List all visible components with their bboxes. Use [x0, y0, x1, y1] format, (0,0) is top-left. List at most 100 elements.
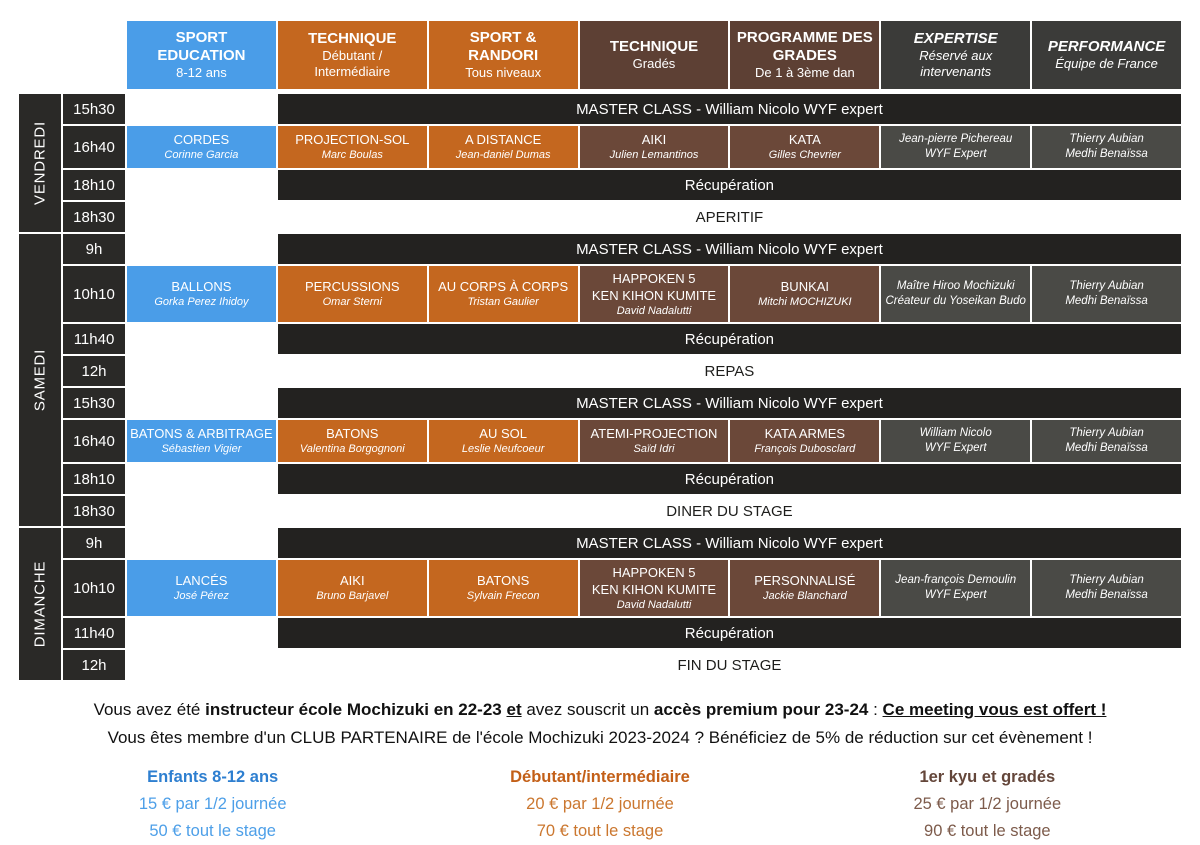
class-title: KEN KIHON KUMITE	[591, 581, 717, 597]
time-label: 9h	[63, 234, 125, 264]
class-title: BATONS	[326, 426, 379, 442]
day-label-text: SAMEDI	[31, 348, 49, 412]
column-title: PERFORMANCE	[1047, 37, 1166, 55]
time-label: 15h30	[63, 94, 125, 124]
class-instructor: Julien Lemantinos	[609, 149, 699, 162]
day-label-samedi: SAMEDI	[19, 234, 61, 526]
class-instructor: Valentina Borgognoni	[299, 443, 405, 456]
time-label: 12h	[63, 650, 125, 680]
note-line-1: Vous avez été instructeur école Mochizuk…	[19, 696, 1181, 724]
time-label: 10h10	[63, 266, 125, 322]
note-segment: Ce meeting vous est offert !	[882, 700, 1107, 719]
day-label-text: VENDREDI	[31, 121, 49, 205]
class-title: KATA ARMES	[764, 426, 846, 442]
class-instructor: Marc Boulas	[321, 149, 383, 162]
class-title: CORDES	[173, 132, 230, 148]
class-title: PERSONNALISÉ	[754, 573, 856, 589]
column-header-performance: PERFORMANCE Équipe de France	[1032, 21, 1181, 89]
footer-notes: Vous avez été instructeur école Mochizuk…	[19, 696, 1181, 752]
pricing-title: Débutant/intermédiaire	[510, 768, 690, 786]
class-title: HAPPOKEN 5	[612, 564, 696, 580]
instructor-line: Jean-pierre Pichereau	[899, 132, 1013, 145]
column-title: SPORT & RANDORI	[468, 28, 539, 65]
day-label-vendredi: VENDREDI	[19, 94, 61, 232]
note-segment: instructeur école Mochizuki en 22-23	[205, 700, 507, 719]
note-line-2: Vous êtes membre d'un CLUB PARTENAIRE de…	[107, 728, 1093, 747]
instructor-line: Thierry Aubian	[1069, 279, 1144, 292]
pricing-debutant: Débutant/intermédiaire 20 € par 1/2 jour…	[406, 764, 793, 845]
column-subtitle: 8-12 ans	[176, 65, 227, 81]
class-title: AIKI	[641, 132, 667, 148]
column-title: SPORT EDUCATION	[157, 28, 246, 65]
column-header-sport-randori: SPORT & RANDORI Tous niveaux	[428, 21, 578, 89]
time-label: 18h30	[63, 496, 125, 526]
time-label: 18h10	[63, 464, 125, 494]
column-subtitle: Débutant / Intermédiaire	[314, 48, 391, 80]
column-title: PROGRAMME DES GRADES	[736, 28, 873, 65]
class-title: HAPPOKEN 5	[612, 270, 696, 286]
break-row: Récupération	[277, 170, 1181, 200]
instructor-line: Créateur du Yoseikan Budo	[885, 295, 1026, 307]
time-label: 12h	[63, 356, 125, 386]
class-instructor: Gilles Chevrier	[768, 149, 841, 162]
column-header-programme-grades: PROGRAMME DES GRADES De 1 à 3ème dan	[730, 21, 880, 89]
class-instructor: Mitchi MOCHIZUKI	[758, 296, 852, 309]
break-row: Récupération	[277, 618, 1181, 648]
note-segment: et	[506, 700, 522, 719]
note-segment: Vous avez été	[93, 700, 206, 719]
instructor-line: Jean-françois Demoulin	[895, 573, 1017, 586]
time-label: 15h30	[63, 388, 125, 418]
class-instructor: José Pérez	[173, 590, 229, 603]
time-label: 16h40	[63, 420, 125, 462]
class-title: AU CORPS À CORPS	[438, 279, 569, 295]
column-header-technique-debutant: TECHNIQUE Débutant / Intermédiaire	[277, 21, 427, 89]
class-title: BUNKAI	[780, 279, 830, 295]
class-title: BATONS & ARBITRAGE	[130, 426, 273, 442]
column-subtitle: Gradés	[632, 56, 676, 72]
banner-row: FIN DU STAGE	[277, 650, 1181, 680]
note-segment: avez souscrit un	[521, 700, 654, 719]
corner-spacer	[19, 21, 61, 89]
pricing-title: 1er kyu et gradés	[919, 768, 1056, 786]
column-subtitle: De 1 à 3ème dan	[754, 65, 855, 81]
pricing-line: 20 € par 1/2 journée	[526, 795, 674, 813]
day-label-dimanche: DIMANCHE	[19, 528, 61, 680]
time-label: 9h	[63, 528, 125, 558]
instructor-line: WYF Expert	[924, 148, 987, 160]
class-title: KATA	[788, 132, 821, 148]
class-title: LANCÉS	[175, 573, 228, 589]
class-instructor: Tristan Gaulier	[467, 296, 539, 309]
class-title: AU SOL	[479, 426, 527, 442]
note-segment: accès premium pour 23-24	[653, 700, 869, 719]
class-title: ATEMI-PROJECTION	[590, 426, 718, 442]
class-title: A DISTANCE	[464, 132, 542, 148]
pricing-line: 70 € tout le stage	[536, 822, 664, 840]
instructor-line: Thierry Aubian	[1069, 573, 1144, 586]
column-subtitle: Équipe de France	[1055, 56, 1158, 72]
instructor-line: Medhi Benaïssa	[1065, 148, 1148, 160]
column-header-technique-grades: TECHNIQUE Gradés	[579, 21, 729, 89]
instructor-line: WYF Expert	[924, 589, 987, 601]
class-instructor: Omar Sterni	[322, 296, 382, 309]
